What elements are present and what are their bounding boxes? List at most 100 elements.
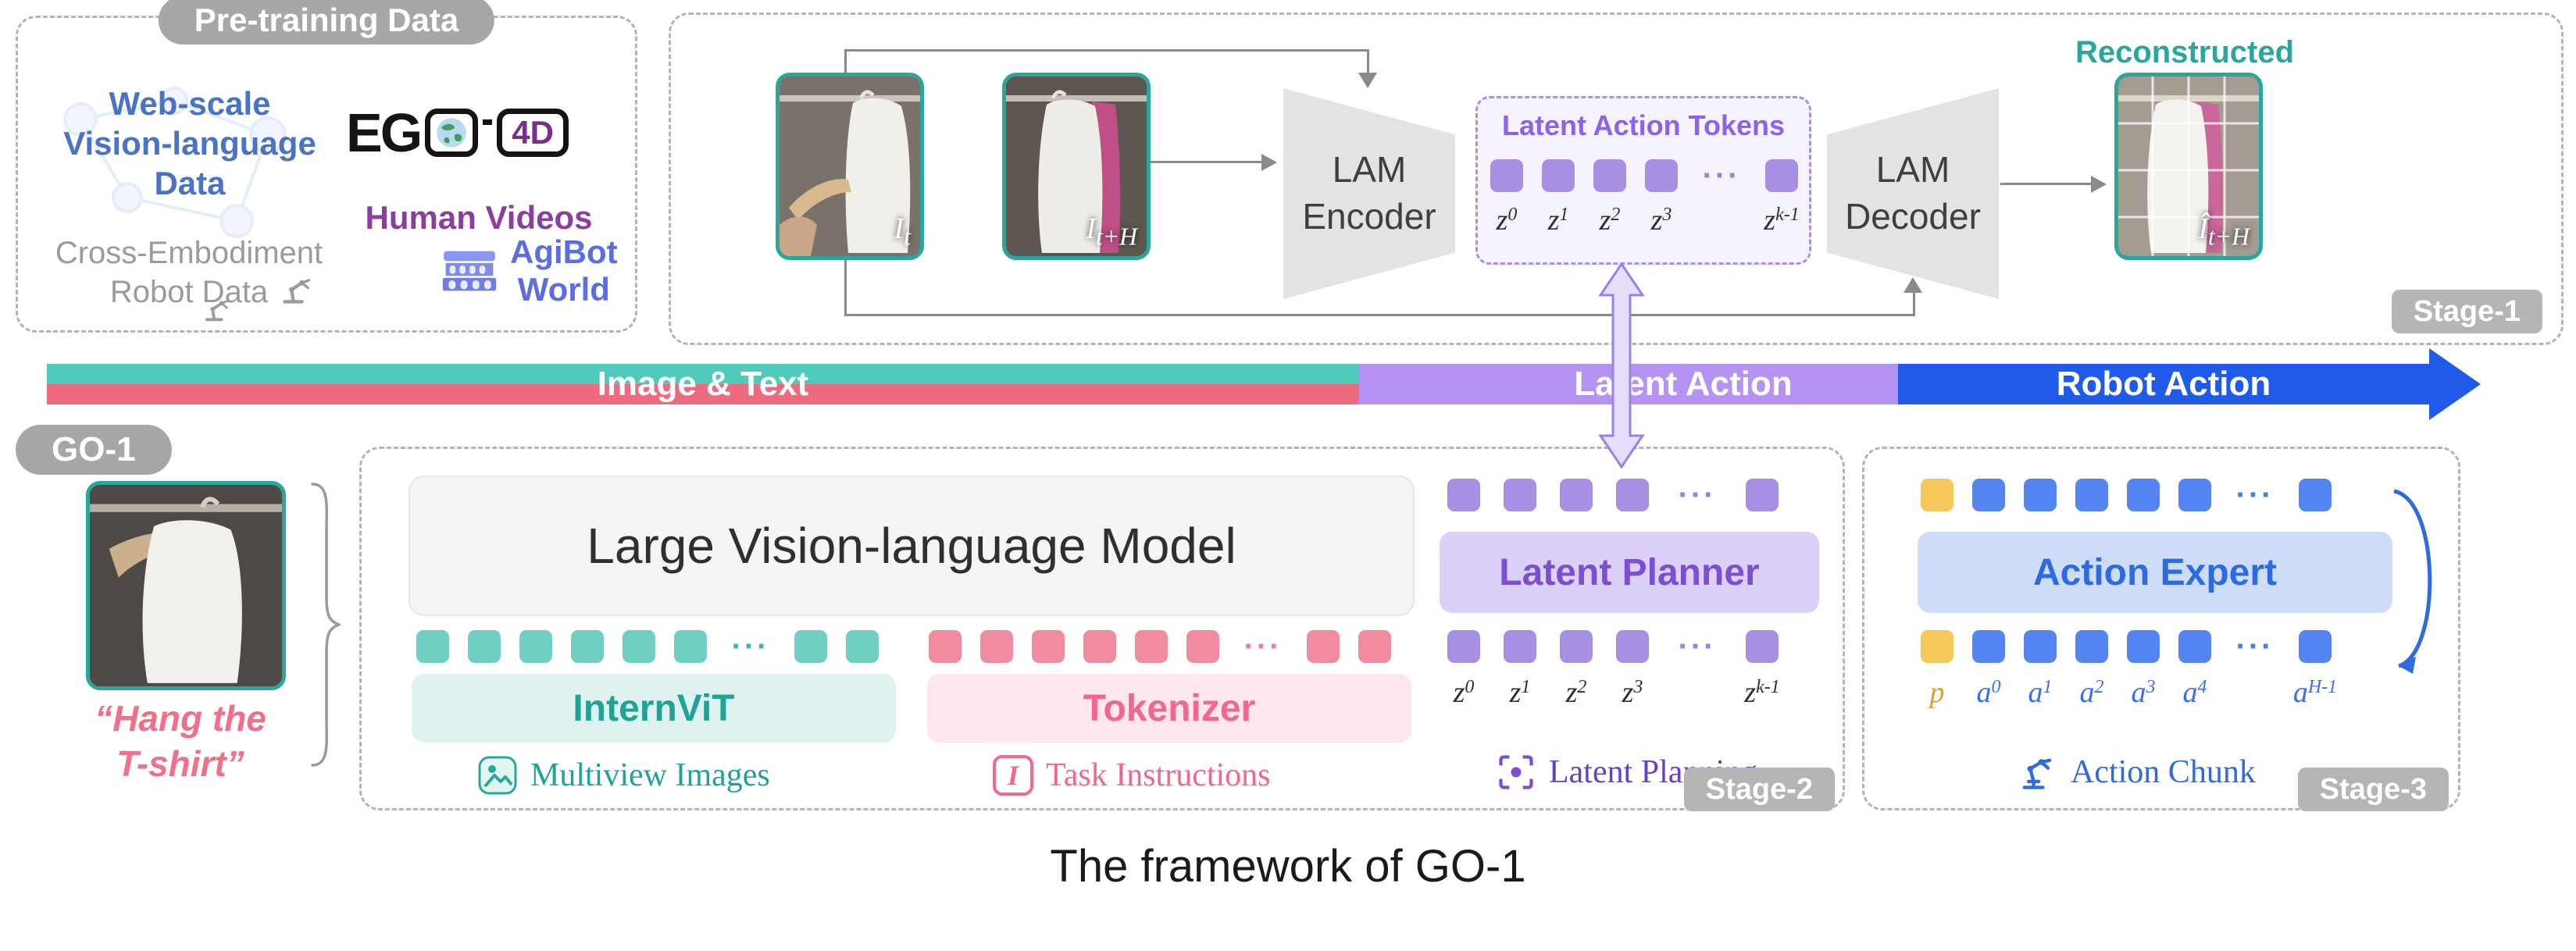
latent-token-row: ··· bbox=[1490, 159, 1798, 192]
action-chunk-icon bbox=[2018, 752, 2058, 792]
stage2-badge: Stage-2 bbox=[1683, 768, 1835, 811]
latent-token bbox=[1746, 630, 1779, 663]
action-token bbox=[2127, 630, 2160, 663]
connector-line bbox=[844, 314, 1914, 316]
latent-planner-label: Latent Planner bbox=[1499, 551, 1760, 593]
latent-token bbox=[1593, 159, 1626, 192]
training-flow-bar: Image & Text Latent Action Robot Action bbox=[47, 348, 2481, 420]
latent-token bbox=[1504, 479, 1536, 511]
latent-action-tokens-title: Latent Action Tokens bbox=[1501, 109, 1786, 141]
wardrobe-photo bbox=[2118, 77, 2259, 256]
action-chunk-caption: Action Chunk bbox=[2018, 752, 2256, 792]
action-expert-label: Action Expert bbox=[2032, 551, 2278, 593]
text-stripe bbox=[47, 384, 1359, 404]
agibot-world-label: AgiBot World bbox=[510, 233, 618, 308]
action-chunk-label: Action Chunk bbox=[2071, 754, 2256, 790]
brace bbox=[311, 483, 341, 767]
pretraining-data-box: Pre-training Data Web-scale Vision-langu… bbox=[16, 0, 637, 333]
task-instructions-label: Task Instructions bbox=[1046, 757, 1271, 793]
ellipsis: ··· bbox=[1243, 629, 1283, 664]
latent-token bbox=[1542, 159, 1575, 192]
ellipsis: ··· bbox=[2235, 629, 2275, 664]
tokenizer-label: Tokenizer bbox=[1083, 687, 1256, 729]
task-instruction-text: “Hang the T-shirt” bbox=[95, 698, 266, 784]
glasses-bridge-icon bbox=[483, 119, 493, 125]
web-scale-data-label: Web-scale Vision-language Data bbox=[63, 85, 316, 202]
observation-image-t-plus-h: It+H bbox=[1002, 73, 1151, 260]
lam-encoder: LAM Encoder bbox=[1283, 88, 1455, 299]
task-instructions-caption: I Task Instructions bbox=[993, 755, 1271, 796]
connector-line bbox=[844, 49, 847, 73]
text-token bbox=[1032, 630, 1065, 663]
cycle-arrow-icon bbox=[2393, 489, 2432, 674]
stage2-box: Large Vision-language Model ··· ··· bbox=[359, 447, 1845, 811]
robot-arm-icon bbox=[280, 272, 314, 307]
latent-planning-icon bbox=[1496, 752, 1536, 792]
latent-token bbox=[1447, 630, 1480, 663]
latent-token bbox=[1746, 479, 1779, 511]
latent-token bbox=[1645, 159, 1678, 192]
connector-line bbox=[844, 252, 847, 316]
ellipsis: ··· bbox=[731, 629, 770, 664]
observation-image-t: It bbox=[776, 73, 924, 260]
task-instructions-icon: I bbox=[993, 755, 1033, 796]
reconstructed-image: Ît+H bbox=[2114, 73, 2263, 260]
ego4d-text-eg: EG bbox=[346, 102, 423, 163]
latent-action-label: Latent Action bbox=[1574, 365, 1793, 403]
human-videos-label: Human Videos bbox=[365, 199, 593, 236]
flow-segment-robot-action: Robot Action bbox=[1898, 364, 2429, 404]
action-token bbox=[2178, 630, 2211, 663]
action-token bbox=[2024, 630, 2057, 663]
tokenizer-box: Tokenizer bbox=[927, 674, 1411, 743]
task-icon-glyph: I bbox=[1007, 760, 1019, 791]
text-token bbox=[1358, 630, 1391, 663]
latent-alignment-arrow bbox=[1598, 262, 1645, 468]
image-text-label: Image & Text bbox=[597, 365, 809, 403]
wardrobe-photo bbox=[90, 485, 282, 686]
latent-token-row-bottom: ··· bbox=[1447, 630, 1779, 663]
latent-planner-box: Latent Planner bbox=[1440, 532, 1819, 613]
action-token-row-bottom: ··· bbox=[1921, 630, 2332, 663]
colosseum-icon bbox=[440, 245, 499, 297]
ego4d-text-4d: 4D bbox=[497, 109, 569, 157]
robot-arm-icon bbox=[202, 294, 232, 324]
multiview-images-caption: Multiview Images bbox=[477, 755, 770, 796]
image-label: Ît+H bbox=[2198, 212, 2250, 251]
connector-line bbox=[2000, 183, 2093, 185]
wardrobe-photo bbox=[780, 77, 920, 256]
action-expert-box: Action Expert bbox=[1918, 532, 2392, 613]
multiview-images-icon bbox=[477, 755, 518, 796]
wardrobe-photo bbox=[1006, 77, 1147, 256]
go1-input-image bbox=[86, 481, 286, 690]
ellipsis: ··· bbox=[1678, 478, 1717, 512]
ellipsis: ··· bbox=[2235, 478, 2275, 512]
lvm-box: Large Vision-language Model bbox=[409, 476, 1415, 616]
agibot-world: AgiBot World bbox=[440, 233, 618, 309]
action-token bbox=[2024, 479, 2057, 511]
latent-token-row-top: ··· bbox=[1447, 479, 1779, 511]
action-token bbox=[2075, 630, 2108, 663]
flow-segment-image-text: Image & Text bbox=[47, 364, 1359, 404]
latent-token bbox=[1560, 630, 1593, 663]
action-token bbox=[2127, 479, 2160, 511]
action-token bbox=[2299, 630, 2332, 663]
text-token bbox=[929, 630, 962, 663]
figure-caption: The framework of GO-1 bbox=[1050, 841, 1526, 892]
robot-action-label: Robot Action bbox=[2056, 365, 2271, 403]
action-token bbox=[2178, 479, 2211, 511]
